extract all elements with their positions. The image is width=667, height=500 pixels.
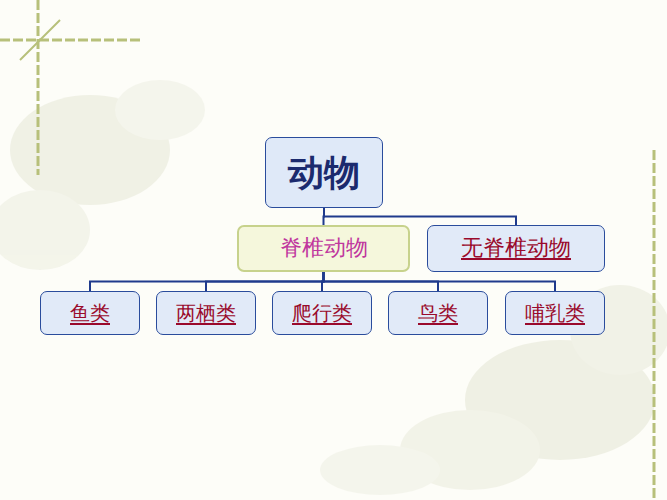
class-box: 鸟类 bbox=[388, 291, 488, 335]
node-label: 脊椎动物 bbox=[280, 235, 368, 261]
class-box: 爬行类 bbox=[272, 291, 372, 335]
node-label: 无脊椎动物 bbox=[461, 235, 571, 261]
node-label: 鱼类 bbox=[70, 301, 110, 325]
node-label: 鸟类 bbox=[418, 301, 458, 325]
root-box: 动物 bbox=[265, 137, 383, 208]
class-box: 哺乳类 bbox=[505, 291, 605, 335]
tree-connector bbox=[90, 272, 324, 291]
class-box: 两栖类 bbox=[156, 291, 256, 335]
category-box: 无脊椎动物 bbox=[427, 225, 605, 272]
category-box: 脊椎动物 bbox=[237, 225, 410, 272]
node-label: 哺乳类 bbox=[525, 301, 585, 325]
node-label: 爬行类 bbox=[292, 301, 352, 325]
watercolor-flowers bbox=[0, 80, 667, 495]
node-label: 两栖类 bbox=[176, 301, 236, 325]
class-box: 鱼类 bbox=[40, 291, 140, 335]
tree-connector bbox=[324, 272, 556, 291]
node-label: 动物 bbox=[288, 151, 360, 194]
tree-connector bbox=[324, 208, 516, 225]
tree-connector bbox=[206, 272, 324, 291]
